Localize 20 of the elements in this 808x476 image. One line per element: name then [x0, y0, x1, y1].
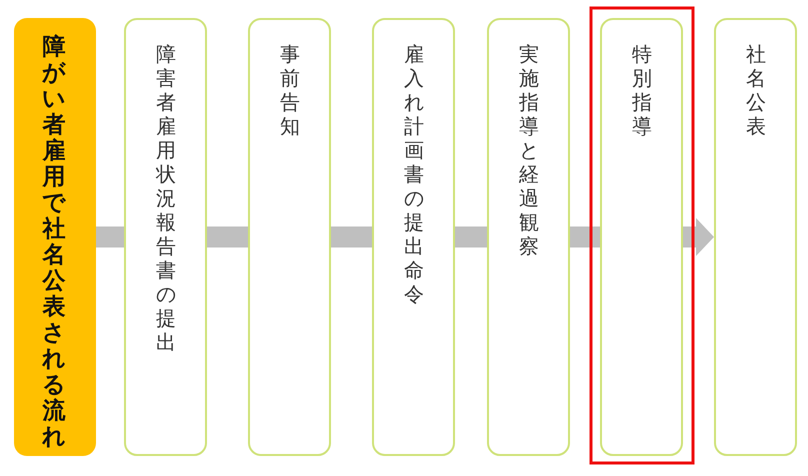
- title-text: 障がい者雇用で社名公表される流れ: [41, 34, 67, 450]
- arrow: [683, 218, 714, 256]
- connector-band: [96, 226, 124, 248]
- step-box: [714, 18, 797, 456]
- step-box: [372, 18, 455, 456]
- connector-band: [455, 226, 487, 248]
- step-label: 実施指導と経過観察: [518, 42, 540, 258]
- step-box: [248, 18, 331, 456]
- connector-band: [331, 226, 372, 248]
- step-box: [124, 18, 207, 456]
- step-label: 雇入れ計画書の提出命令: [403, 42, 425, 306]
- step-box: [487, 18, 570, 456]
- step-label: 障害者雇用状況報告書の提出: [154, 42, 177, 354]
- step-label: 社名公表: [745, 42, 767, 138]
- step-box: [600, 18, 683, 456]
- step-label: 特別指導: [631, 42, 653, 138]
- title-box: [14, 18, 96, 456]
- step-label: 事前告知: [279, 42, 301, 138]
- connector-band: [570, 226, 600, 248]
- connector-band: [207, 226, 248, 248]
